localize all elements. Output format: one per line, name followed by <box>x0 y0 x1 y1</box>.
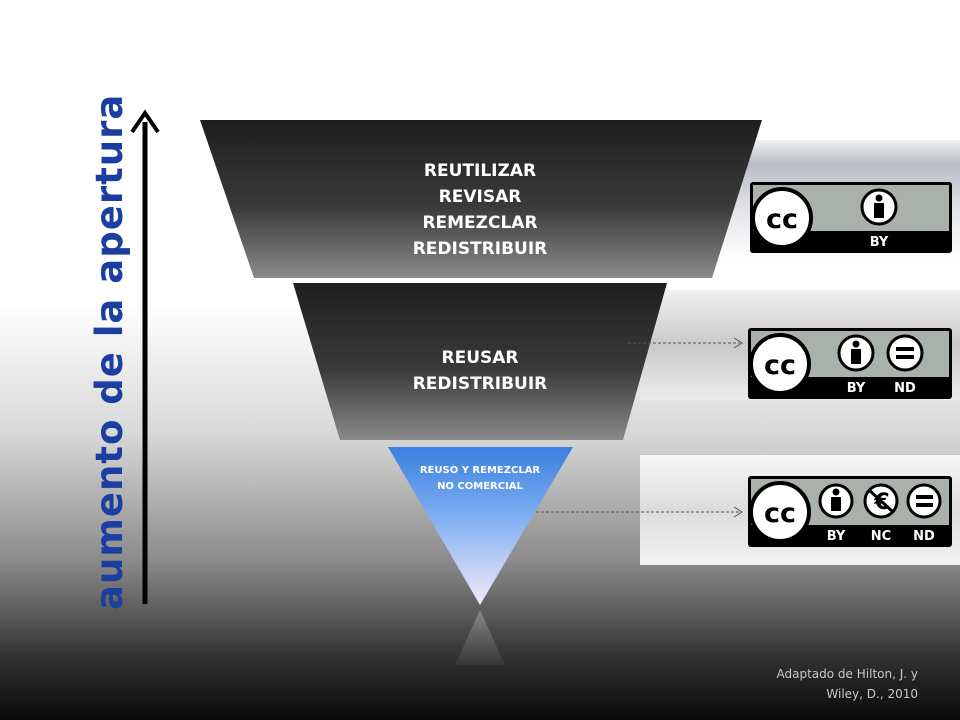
cc-icon-text: cc <box>764 498 796 529</box>
tier-middle-label: REUSAR REDISTRIBUIR <box>412 348 548 394</box>
tier-top-label: REUTILIZAR REVISAR REMEZCLAR REDISTRIBUI… <box>412 161 548 259</box>
cc-icon <box>749 333 811 395</box>
cc-by-badge: cc BY <box>750 182 952 253</box>
term-nd: ND <box>894 381 916 396</box>
cc-icon <box>751 187 813 249</box>
tier-bottom-label: REUSO Y REMEZCLAR NO COMERCIAL <box>419 465 541 492</box>
term-by: BY <box>870 235 889 250</box>
tier-top-shape <box>200 120 762 278</box>
triangle-reflection <box>455 610 505 665</box>
term-nc: NC <box>871 529 891 544</box>
no-derivatives-icon <box>886 334 924 372</box>
term-by: BY <box>827 529 846 544</box>
source-credit: Adaptado de Hilton, J. y Wiley, D., 2010 <box>776 667 918 701</box>
cc-icon-text: cc <box>764 350 796 381</box>
cc-by-nc-nd-badge: cc € BY NC ND <box>748 476 952 547</box>
no-derivatives-icon <box>906 483 942 519</box>
cc-by-nd-badge: cc BY ND <box>748 328 952 399</box>
tier-bottom-shape <box>388 447 573 605</box>
term-nd: ND <box>913 529 935 544</box>
tier-middle-shape <box>293 283 667 440</box>
cc-icon-text: cc <box>766 204 798 235</box>
cc-icon <box>749 481 811 543</box>
term-by: BY <box>847 381 866 396</box>
